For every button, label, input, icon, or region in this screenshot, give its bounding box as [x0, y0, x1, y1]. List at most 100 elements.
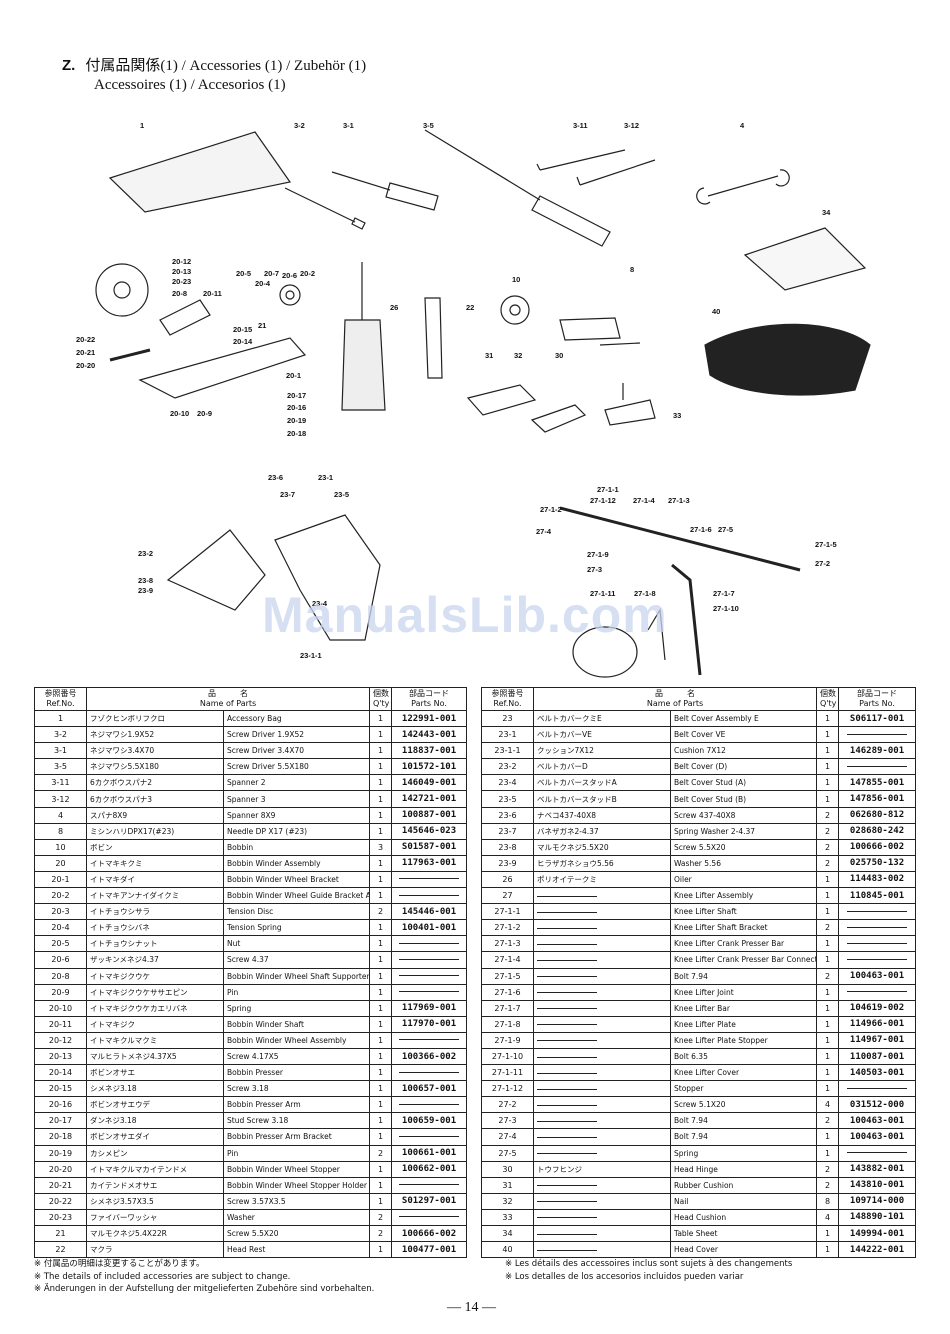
qty-cell: 1 — [369, 1031, 393, 1049]
note: ※ 付属品の明細は変更することがあります。 — [34, 1259, 205, 1269]
ref-cell: 20-3 — [34, 903, 87, 921]
ref-cell: 23-2 — [481, 758, 534, 776]
parts-no-cell — [838, 919, 917, 937]
name-en-cell: Screw 5.5X20 — [222, 1224, 371, 1243]
qty-cell: 2 — [369, 1208, 393, 1227]
name-en-cell: Spanner 3 — [222, 790, 371, 808]
parts-no-cell — [838, 758, 917, 776]
callout-label: 27-1-4 — [633, 496, 656, 505]
qty-cell: 2 — [816, 806, 840, 824]
name-jp-cell: 6カクボウスパナ3 — [86, 790, 224, 808]
ref-cell: 21 — [34, 1224, 87, 1243]
name-jp-cell: イトチョウシサラ — [86, 903, 224, 921]
name-jp-cell: マルヒラトメネジ4.37X5 — [86, 1047, 224, 1066]
parts-no-cell: 146049-001 — [391, 774, 468, 792]
section-letter: Z. — [62, 57, 76, 74]
blank-line — [537, 1072, 597, 1074]
name-jp-cell: マルモクネジ5.4X22R — [86, 1224, 224, 1243]
ref-cell: 1 — [34, 709, 87, 728]
blank-line — [399, 878, 460, 880]
qty-cell: 1 — [816, 1144, 840, 1162]
name-en-cell: Bobbin Winder Shaft — [222, 1015, 371, 1033]
parts-no-cell: 143810-001 — [838, 1176, 917, 1194]
spanner-drawing — [696, 169, 790, 205]
parts-no-cell: 100666-002 — [391, 1224, 468, 1243]
name-en-cell: Bobbin Presser Arm — [222, 1096, 371, 1114]
blank-line — [537, 1088, 597, 1090]
callout-label: 23-7 — [280, 490, 295, 499]
screwdriver-small-drawing — [284, 187, 366, 230]
callout-label: 27-1-5 — [815, 540, 837, 549]
blank-line — [537, 992, 597, 994]
parts-no-cell: 118837-001 — [391, 742, 468, 760]
name-en-cell: Bobbin Winder Wheel Guide Bracket Assemb… — [222, 887, 371, 905]
parts-no-cell: 145446-001 — [391, 903, 468, 921]
qty-cell: 2 — [816, 822, 840, 840]
ref-cell: 20-22 — [34, 1192, 87, 1210]
name-jp-cell: ネジマワシ1.9X52 — [86, 726, 224, 744]
blank-line — [537, 1120, 597, 1122]
oiler-drawing — [341, 262, 386, 411]
blank-line — [847, 910, 908, 912]
name-en-cell: Screw Driver 1.9X52 — [222, 726, 371, 744]
parts-no-cell: 109714-000 — [838, 1192, 917, 1210]
exploded-parts-diagram: 1 3-2 3-1 3-5 3-11 3-12 4 34 20-12 20-13… — [76, 121, 871, 678]
name-en-cell: Stopper — [669, 1080, 818, 1098]
page-title: Z.付属品関係(1) / Accessories (1) / Zubehör (… — [62, 56, 366, 95]
callout-label: 23-1 — [318, 473, 333, 482]
ref-cell: 3-5 — [34, 758, 87, 776]
name-en-cell: Spring — [669, 1144, 818, 1162]
name-en-cell: Bobbin — [222, 838, 371, 856]
name-jp-cell: カシメピン — [86, 1144, 224, 1162]
name-jp-cell — [533, 887, 671, 905]
ref-cell: 27-4 — [481, 1128, 534, 1146]
callout-label: 20-23 — [172, 277, 191, 286]
callout-label: 20-13 — [172, 267, 191, 276]
qty-cell: 1 — [369, 1160, 393, 1178]
parts-no-cell: 100659-001 — [391, 1112, 468, 1130]
qty-cell: 1 — [369, 1241, 393, 1259]
blank-line — [399, 1184, 460, 1186]
parts-no-cell: 117970-001 — [391, 1015, 468, 1033]
name-en-cell: Head Cover — [669, 1241, 818, 1259]
parts-no-cell: 100477-001 — [391, 1241, 468, 1259]
ref-cell: 20-18 — [34, 1128, 87, 1146]
qty-cell: 1 — [816, 726, 840, 744]
name-en-cell: Head Hinge — [669, 1160, 818, 1178]
blank-line — [537, 1104, 597, 1106]
name-en-cell: Bobbin Winder Wheel Stopper — [222, 1160, 371, 1178]
parts-no-cell: 100887-001 — [391, 806, 468, 824]
qty-cell: 2 — [369, 1224, 393, 1243]
name-en-cell: Bobbin Winder Wheel Shaft Supporter — [222, 967, 371, 985]
ref-cell: 27-1-4 — [481, 951, 534, 969]
note: ※ The details of included accessories ar… — [34, 1271, 291, 1282]
qty-cell: 2 — [816, 967, 840, 985]
qty-cell: 1 — [369, 822, 393, 840]
callout-label: 20-22 — [76, 335, 95, 344]
callout-label: 30 — [555, 351, 563, 360]
notes-right: ※ Les détails des accessoires inclus son… — [505, 1258, 792, 1283]
callout-label: 23-2 — [138, 549, 153, 558]
name-jp-cell — [533, 1047, 671, 1066]
name-jp-cell: ベルトカバースタッドA — [533, 774, 671, 792]
parts-no-cell — [391, 870, 468, 889]
qty-cell: 1 — [816, 1241, 840, 1259]
name-en-cell: Knee Lifter Plate Stopper — [669, 1031, 818, 1049]
name-en-cell: Bolt 7.94 — [669, 1112, 818, 1130]
ref-cell: 20-12 — [34, 1031, 87, 1049]
blank-line — [847, 958, 908, 960]
callout-label: 23-1-1 — [300, 651, 322, 660]
name-en-cell: Screw 5.1X20 — [669, 1096, 818, 1114]
parts-no-cell — [391, 1128, 468, 1146]
